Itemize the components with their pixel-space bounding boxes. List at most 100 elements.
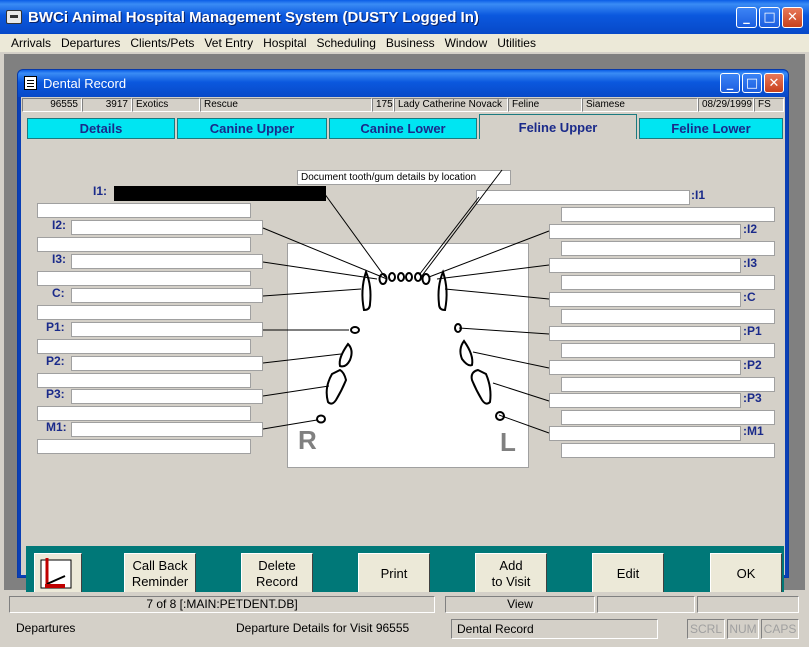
app-menu-icon[interactable] [6,10,22,24]
pet-breed: Siamese [582,98,698,112]
field-l-c[interactable] [549,292,741,307]
tab-canine-lower[interactable]: Canine Lower [329,118,477,139]
active-window-name: Dental Record [451,619,658,639]
field-r-p1[interactable] [71,322,263,337]
field-l-c-detail[interactable] [561,309,775,324]
dental-close-button[interactable]: ✕ [764,73,784,93]
field-l-p3-detail[interactable] [561,410,775,425]
field-r-i1-detail[interactable] [37,203,251,218]
print-button[interactable]: Print [358,553,430,595]
field-l-m1[interactable] [549,426,741,441]
mode-indicator: View [445,596,595,613]
field-r-p3-detail[interactable] [37,406,251,421]
menu-business[interactable]: Business [385,36,435,50]
field-l-i2[interactable] [549,224,741,239]
label-r-m1: M1: [46,420,67,434]
app-close-button[interactable]: ✕ [782,7,803,28]
departure-detail: Departure Details for Visit 96555 [236,621,410,635]
tab-canine-upper[interactable]: Canine Upper [177,118,327,139]
label-r-p3: P3: [46,387,65,401]
visit-number: 96555 [22,98,82,112]
status-blank-2 [697,596,799,613]
label-l-p3: :P3 [743,391,762,405]
active-module: Departures [16,621,76,635]
dental-tool-button[interactable] [34,553,82,595]
tab-details[interactable]: Details [27,118,175,139]
label-r-i1: I1: [93,184,108,198]
client-type: Exotics [132,98,200,112]
feline-upper-panel: Document tooth/gum details by location I… [27,139,785,544]
field-r-c[interactable] [71,288,263,303]
field-l-i1[interactable] [476,190,690,205]
add-to-visit-button[interactable]: Add to Visit [475,553,547,595]
client-source: Rescue [200,98,372,112]
field-r-i2[interactable] [71,220,263,235]
menu-utilities[interactable]: Utilities [497,36,536,50]
field-l-i1-detail[interactable] [561,207,775,222]
field-l-p1[interactable] [549,326,741,341]
field-l-i3-detail[interactable] [561,275,775,290]
label-l-i1: :I1 [691,188,706,202]
ok-button[interactable]: OK [710,553,782,595]
menu-hospital[interactable]: Hospital [263,36,307,50]
status-blank-1 [597,596,695,613]
field-r-p3[interactable] [71,389,263,404]
field-r-m1[interactable] [71,422,263,437]
document-icon[interactable] [24,76,37,90]
app-titlebar: BWCi Animal Hospital Management System (… [0,0,809,34]
field-l-p1-detail[interactable] [561,343,775,358]
menu-clients-pets[interactable]: Clients/Pets [130,36,195,50]
label-l-i3: :I3 [743,256,758,270]
menu-window[interactable]: Window [444,36,488,50]
call-back-reminder-button[interactable]: Call Back Reminder [124,553,196,595]
delete-record-button[interactable]: Delete Record [241,553,313,595]
field-r-i1[interactable] [114,186,326,201]
field-r-m1-detail[interactable] [37,439,251,454]
app-title: BWCi Animal Hospital Management System (… [28,9,479,26]
field-l-p2[interactable] [549,360,741,375]
scroll-lock-indicator: SCRL [687,619,725,639]
field-r-i3-detail[interactable] [37,271,251,286]
label-r-p1: P1: [46,320,65,334]
num-lock-indicator: NUM [727,619,759,639]
field-l-i3[interactable] [549,258,741,273]
field-r-p1-detail[interactable] [37,339,251,354]
menu-departures[interactable]: Departures [61,36,121,50]
app-minimize-button[interactable]: _ [736,7,757,28]
field-l-p2-detail[interactable] [561,377,775,392]
tab-feline-upper[interactable]: Feline Upper [479,114,637,139]
field-l-p3[interactable] [549,393,741,408]
menu-arrivals[interactable]: Arrivals [11,36,52,50]
label-l-c: :C [743,290,756,304]
field-r-i2-detail[interactable] [37,237,251,252]
action-button-bar: Call Back Reminder Delete Record Print A… [26,546,784,600]
side-l-label: L [500,427,516,457]
label-r-c: C: [52,286,65,300]
field-r-i3[interactable] [71,254,263,269]
field-l-i2-detail[interactable] [561,241,775,256]
menu-scheduling[interactable]: Scheduling [316,36,376,50]
dental-window-title: Dental Record [43,76,127,91]
dental-chart: R L [287,243,529,468]
record-position: 7 of 8 [:MAIN:PETDENT.DB] [9,596,435,613]
field-r-p2-detail[interactable] [37,373,251,388]
edit-button[interactable]: Edit [592,553,664,595]
label-l-i2: :I2 [743,222,758,236]
menu-bar: Arrivals Departures Clients/Pets Vet Ent… [0,34,809,52]
tab-feline-lower[interactable]: Feline Lower [639,118,783,139]
field-r-p2[interactable] [71,356,263,371]
menu-vet-entry[interactable]: Vet Entry [204,36,254,50]
field-l-m1-detail[interactable] [561,443,775,458]
app-maximize-button[interactable]: □ [759,7,780,28]
dental-minimize-button[interactable]: _ [720,73,740,93]
location-note: Document tooth/gum details by location [297,170,511,185]
field-r-c-detail[interactable] [37,305,251,320]
dental-maximize-button[interactable]: □ [742,73,762,93]
client-number: 3917 [82,98,132,112]
pet-number: 175 [372,98,394,112]
caps-lock-indicator: CAPS [761,619,799,639]
label-l-p2: :P2 [743,358,762,372]
tab-strip: Details Canine Upper Canine Lower Feline… [27,114,787,139]
label-l-m1: :M1 [743,424,764,438]
dental-window-titlebar[interactable]: Dental Record _ □ ✕ [18,70,788,97]
